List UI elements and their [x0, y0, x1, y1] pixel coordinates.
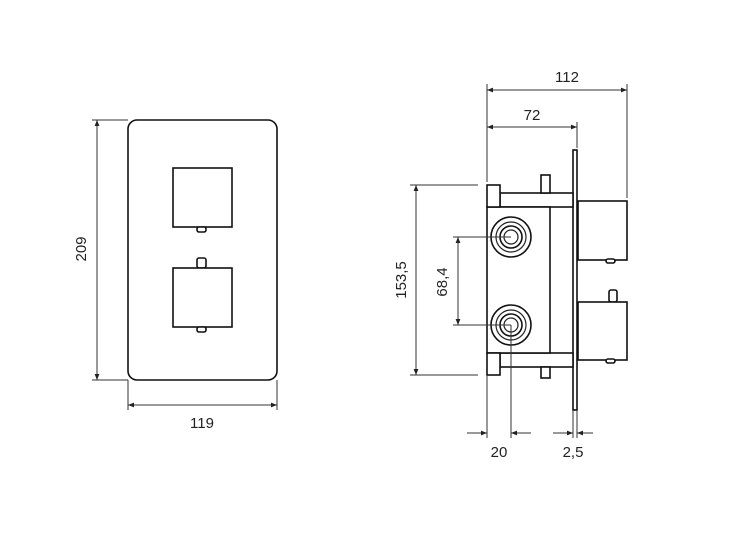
height-label: 209 — [73, 236, 90, 261]
bottom-lug — [486, 352, 501, 376]
front-view: 209 119 — [73, 119, 278, 432]
plate-thickness-dimension: 2,5 — [553, 410, 593, 461]
lower-knob — [172, 267, 233, 328]
side-view: 112 72 153,5 68,4 20 — [393, 69, 628, 461]
upper-knob-side — [577, 200, 628, 261]
total-depth-label: 112 — [555, 69, 579, 86]
wall-plate — [572, 149, 578, 411]
connector-spacing-label: 68,4 — [434, 267, 451, 296]
top-peg — [540, 174, 551, 194]
upper-knob-nub — [196, 226, 207, 233]
top-lug — [486, 184, 501, 208]
upper-knob — [172, 167, 233, 228]
width-label: 119 — [190, 415, 214, 432]
width-dimension: 119 — [127, 380, 278, 432]
cover-plate — [127, 119, 278, 381]
body-height-dimension: 153,5 — [393, 184, 478, 376]
connector-spacing-dimension: 68,4 — [434, 236, 511, 326]
lower-knob-side-nub — [605, 358, 616, 364]
lower-knob-side-top-nub — [608, 289, 618, 303]
connector-offset-label: 20 — [491, 444, 508, 461]
upper-knob-side-nub — [605, 258, 616, 264]
top-rail — [499, 192, 574, 208]
body-depth-label: 72 — [524, 107, 541, 124]
height-dimension: 209 — [73, 119, 128, 381]
body-depth-dimension: 72 — [487, 107, 578, 148]
connector-offset-dimension: 20 — [467, 325, 531, 461]
total-depth-dimension: 112 — [486, 69, 628, 198]
lower-knob-top-nub — [196, 257, 207, 269]
lower-knob-nub — [196, 326, 207, 333]
plate-thickness-label: 2,5 — [563, 444, 584, 461]
body-height-label: 153,5 — [393, 261, 410, 299]
lower-knob-side — [577, 301, 628, 361]
bottom-peg — [540, 366, 551, 379]
